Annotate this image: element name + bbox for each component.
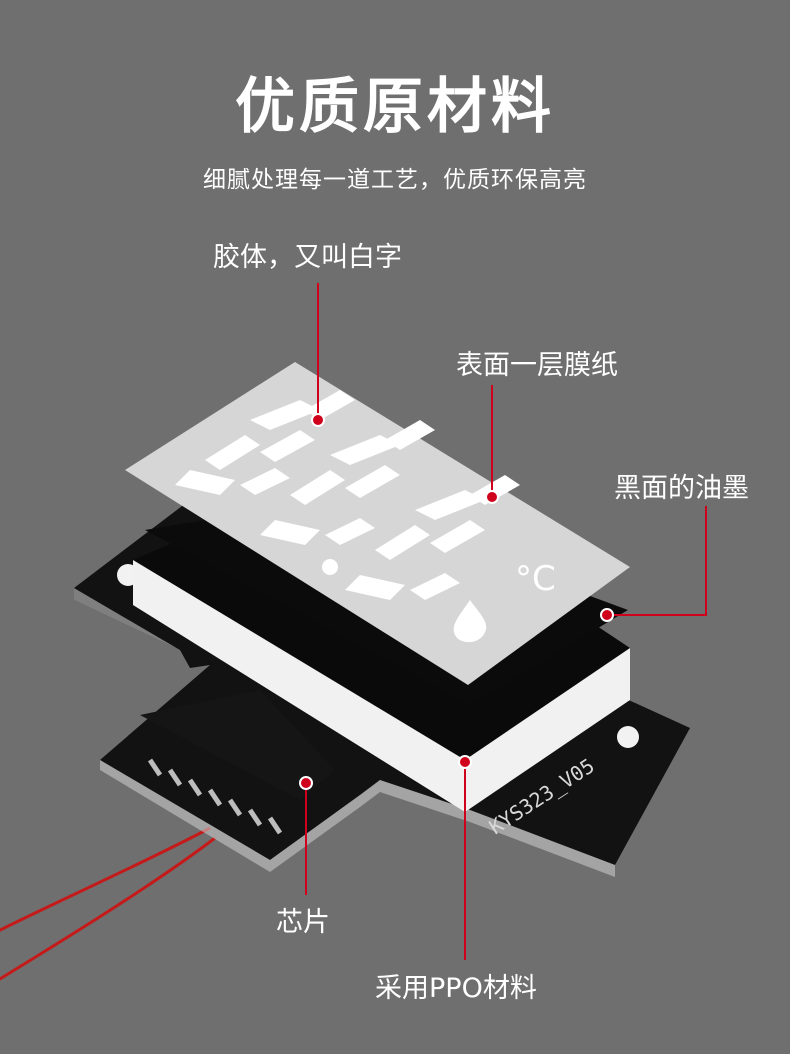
lead-wires	[0, 826, 216, 981]
surface-film: °C	[125, 362, 630, 685]
chip-pins	[147, 758, 283, 835]
callout-chip: 芯片	[276, 907, 330, 938]
page-title: 优质原材料	[235, 72, 555, 142]
callout-ink: 黑面的油墨	[614, 473, 749, 504]
callout-markers	[299, 413, 614, 790]
mount-hole-right	[617, 726, 639, 748]
leader-lines	[305, 283, 707, 960]
unit-symbol: °C	[515, 559, 556, 599]
chip	[140, 690, 335, 835]
callout-film: 表面一层膜纸	[456, 350, 618, 381]
leader-ink	[607, 506, 707, 616]
decimal-point	[322, 559, 338, 575]
page-subtitle: 细腻处理每一道工艺，优质环保高亮	[203, 167, 587, 193]
humidity-drop-icon	[453, 600, 487, 643]
callout-glue: 胶体，又叫白字	[213, 242, 402, 273]
seven-segment-digits	[175, 390, 520, 600]
callout-ppo: 采用PPO材料	[375, 973, 537, 1004]
